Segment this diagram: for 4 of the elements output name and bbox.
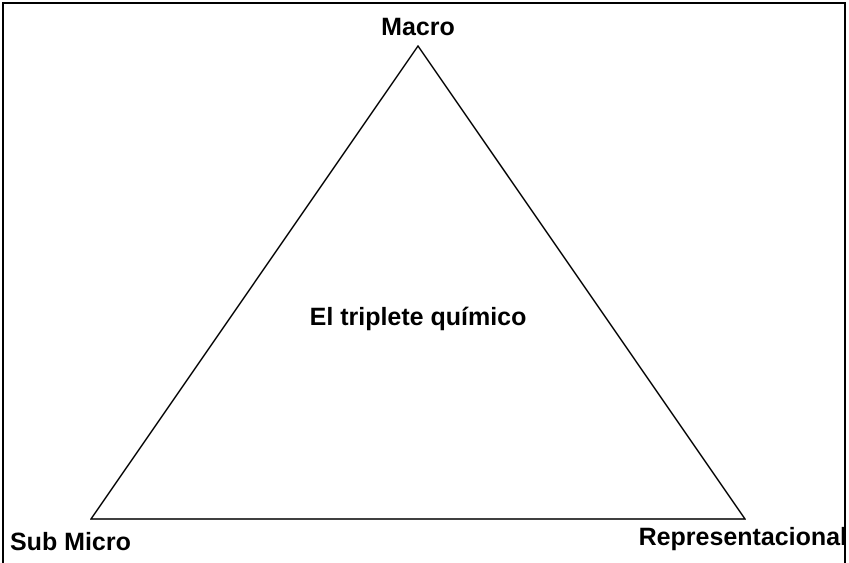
center-label: El triplete químico <box>310 302 526 333</box>
vertex-label: Macro <box>380 12 456 42</box>
vertex-label: Representacional <box>638 522 847 552</box>
vertex-label: Sub Micro <box>10 527 131 557</box>
